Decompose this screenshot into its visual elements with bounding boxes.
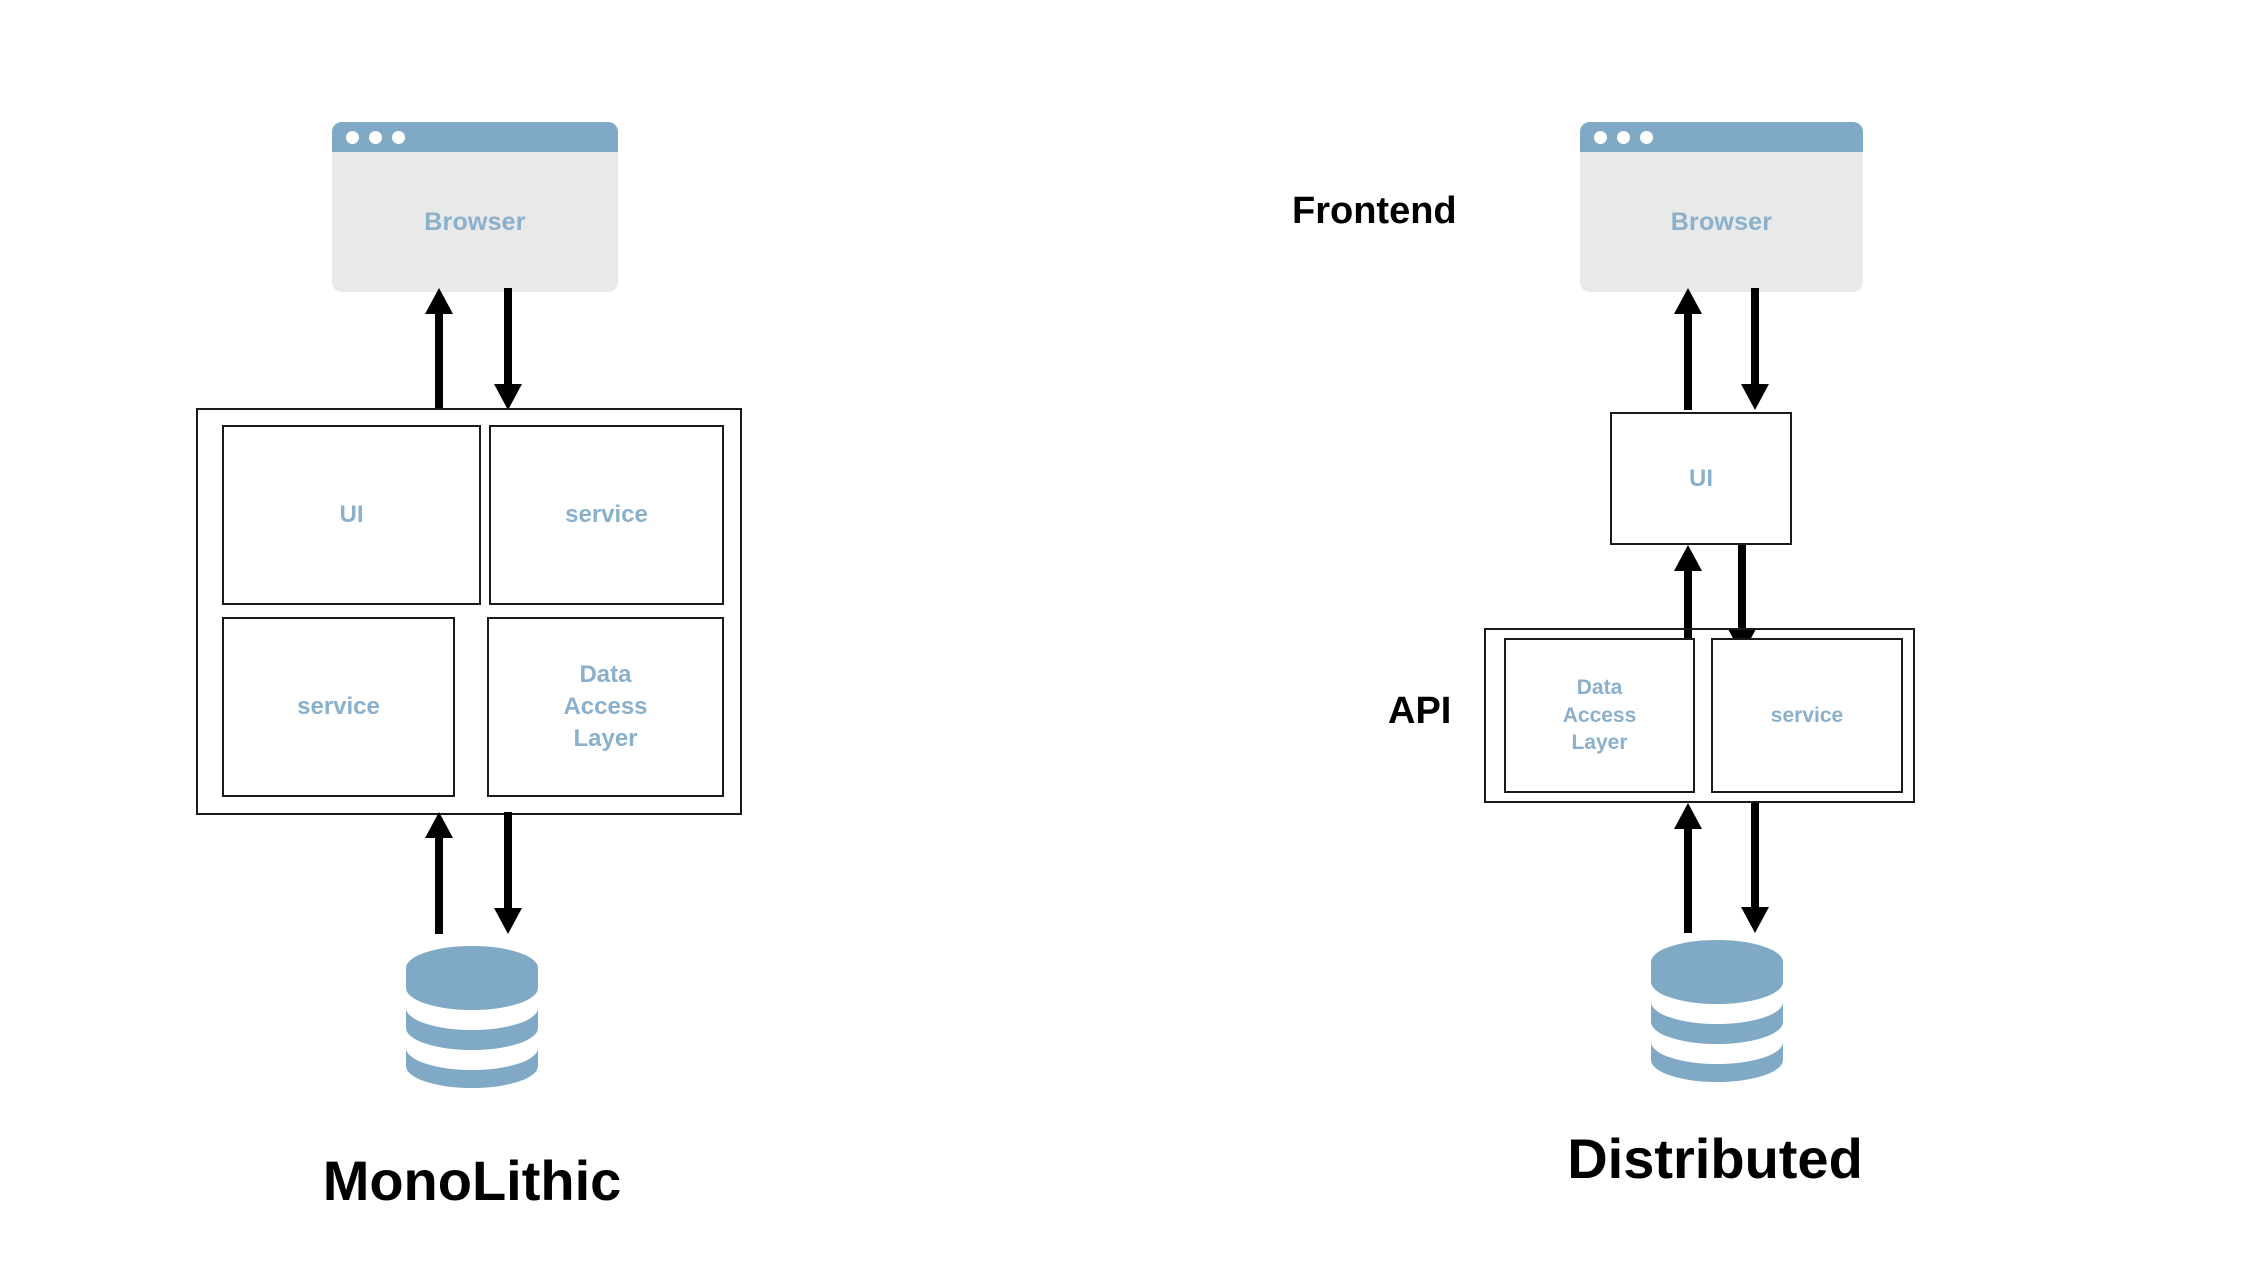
browser-label: Browser — [1670, 207, 1773, 236]
arrow-api-to-db-down — [1741, 803, 1769, 933]
distributed-title: Distributed — [1567, 1127, 1863, 1190]
dal-line-2: Access — [1562, 703, 1637, 727]
monolith-cell-ui-label: UI — [339, 501, 364, 529]
browser-dot-icon — [346, 130, 359, 144]
api-container — [1484, 628, 1915, 803]
monolith-cell-service-bottom-label: service — [297, 693, 380, 721]
monolith-cell-service-top: service — [489, 425, 724, 605]
arrow-browser-to-ui-up — [1674, 288, 1702, 410]
monolith-cell-data-access-layer-label: Data Access Layer — [563, 659, 647, 754]
monolithic-title: MonoLithic — [322, 1149, 622, 1212]
monolith-cell-ui: UI — [222, 425, 481, 605]
browser-body: Browser — [1580, 152, 1863, 292]
api-cell-service: service — [1711, 638, 1903, 793]
dal-line-1: Data — [1576, 675, 1623, 699]
arrow-browser-to-monolith-down — [494, 288, 522, 410]
api-cell-data-access-layer: Data Access Layer — [1504, 638, 1695, 793]
distributed-ui-label: UI — [1689, 464, 1713, 492]
browser-dot-icon — [1640, 130, 1653, 144]
database-cylinder-distributed — [1651, 940, 1783, 1082]
arrow-monolith-to-db-down — [494, 812, 522, 934]
browser-dot-icon — [392, 130, 405, 144]
arrow-monolith-to-db-up — [425, 812, 453, 934]
api-cell-data-access-layer-label: Data Access Layer — [1563, 674, 1637, 757]
browser-titlebar — [1580, 122, 1863, 152]
arrow-browser-to-ui-down — [1741, 288, 1769, 410]
monolith-cell-service-top-label: service — [565, 501, 648, 529]
browser-window-distributed: Browser — [1580, 122, 1863, 292]
frontend-label: Frontend — [1292, 190, 1457, 232]
browser-body: Browser — [332, 152, 618, 292]
browser-dot-icon — [369, 130, 382, 144]
browser-dot-icon — [1617, 130, 1630, 144]
browser-window-monolith: Browser — [332, 122, 618, 292]
dal-line-1: Data — [579, 661, 632, 689]
dal-line-3: Layer — [573, 724, 638, 752]
arrow-api-to-db-up — [1674, 803, 1702, 933]
monolith-container — [196, 408, 742, 815]
dal-line-2: Access — [563, 693, 648, 721]
monolith-cell-service-bottom: service — [222, 617, 455, 797]
browser-label: Browser — [424, 207, 526, 236]
browser-titlebar — [332, 122, 618, 152]
distributed-ui-box: UI — [1610, 412, 1792, 545]
api-cell-service-label: service — [1770, 703, 1844, 727]
arrow-browser-to-monolith-up — [425, 288, 453, 410]
dal-line-3: Layer — [1571, 731, 1628, 755]
browser-dot-icon — [1594, 130, 1607, 144]
database-cylinder-monolith — [406, 946, 538, 1088]
monolith-cell-data-access-layer: Data Access Layer — [487, 617, 724, 797]
api-label: API — [1388, 690, 1452, 732]
